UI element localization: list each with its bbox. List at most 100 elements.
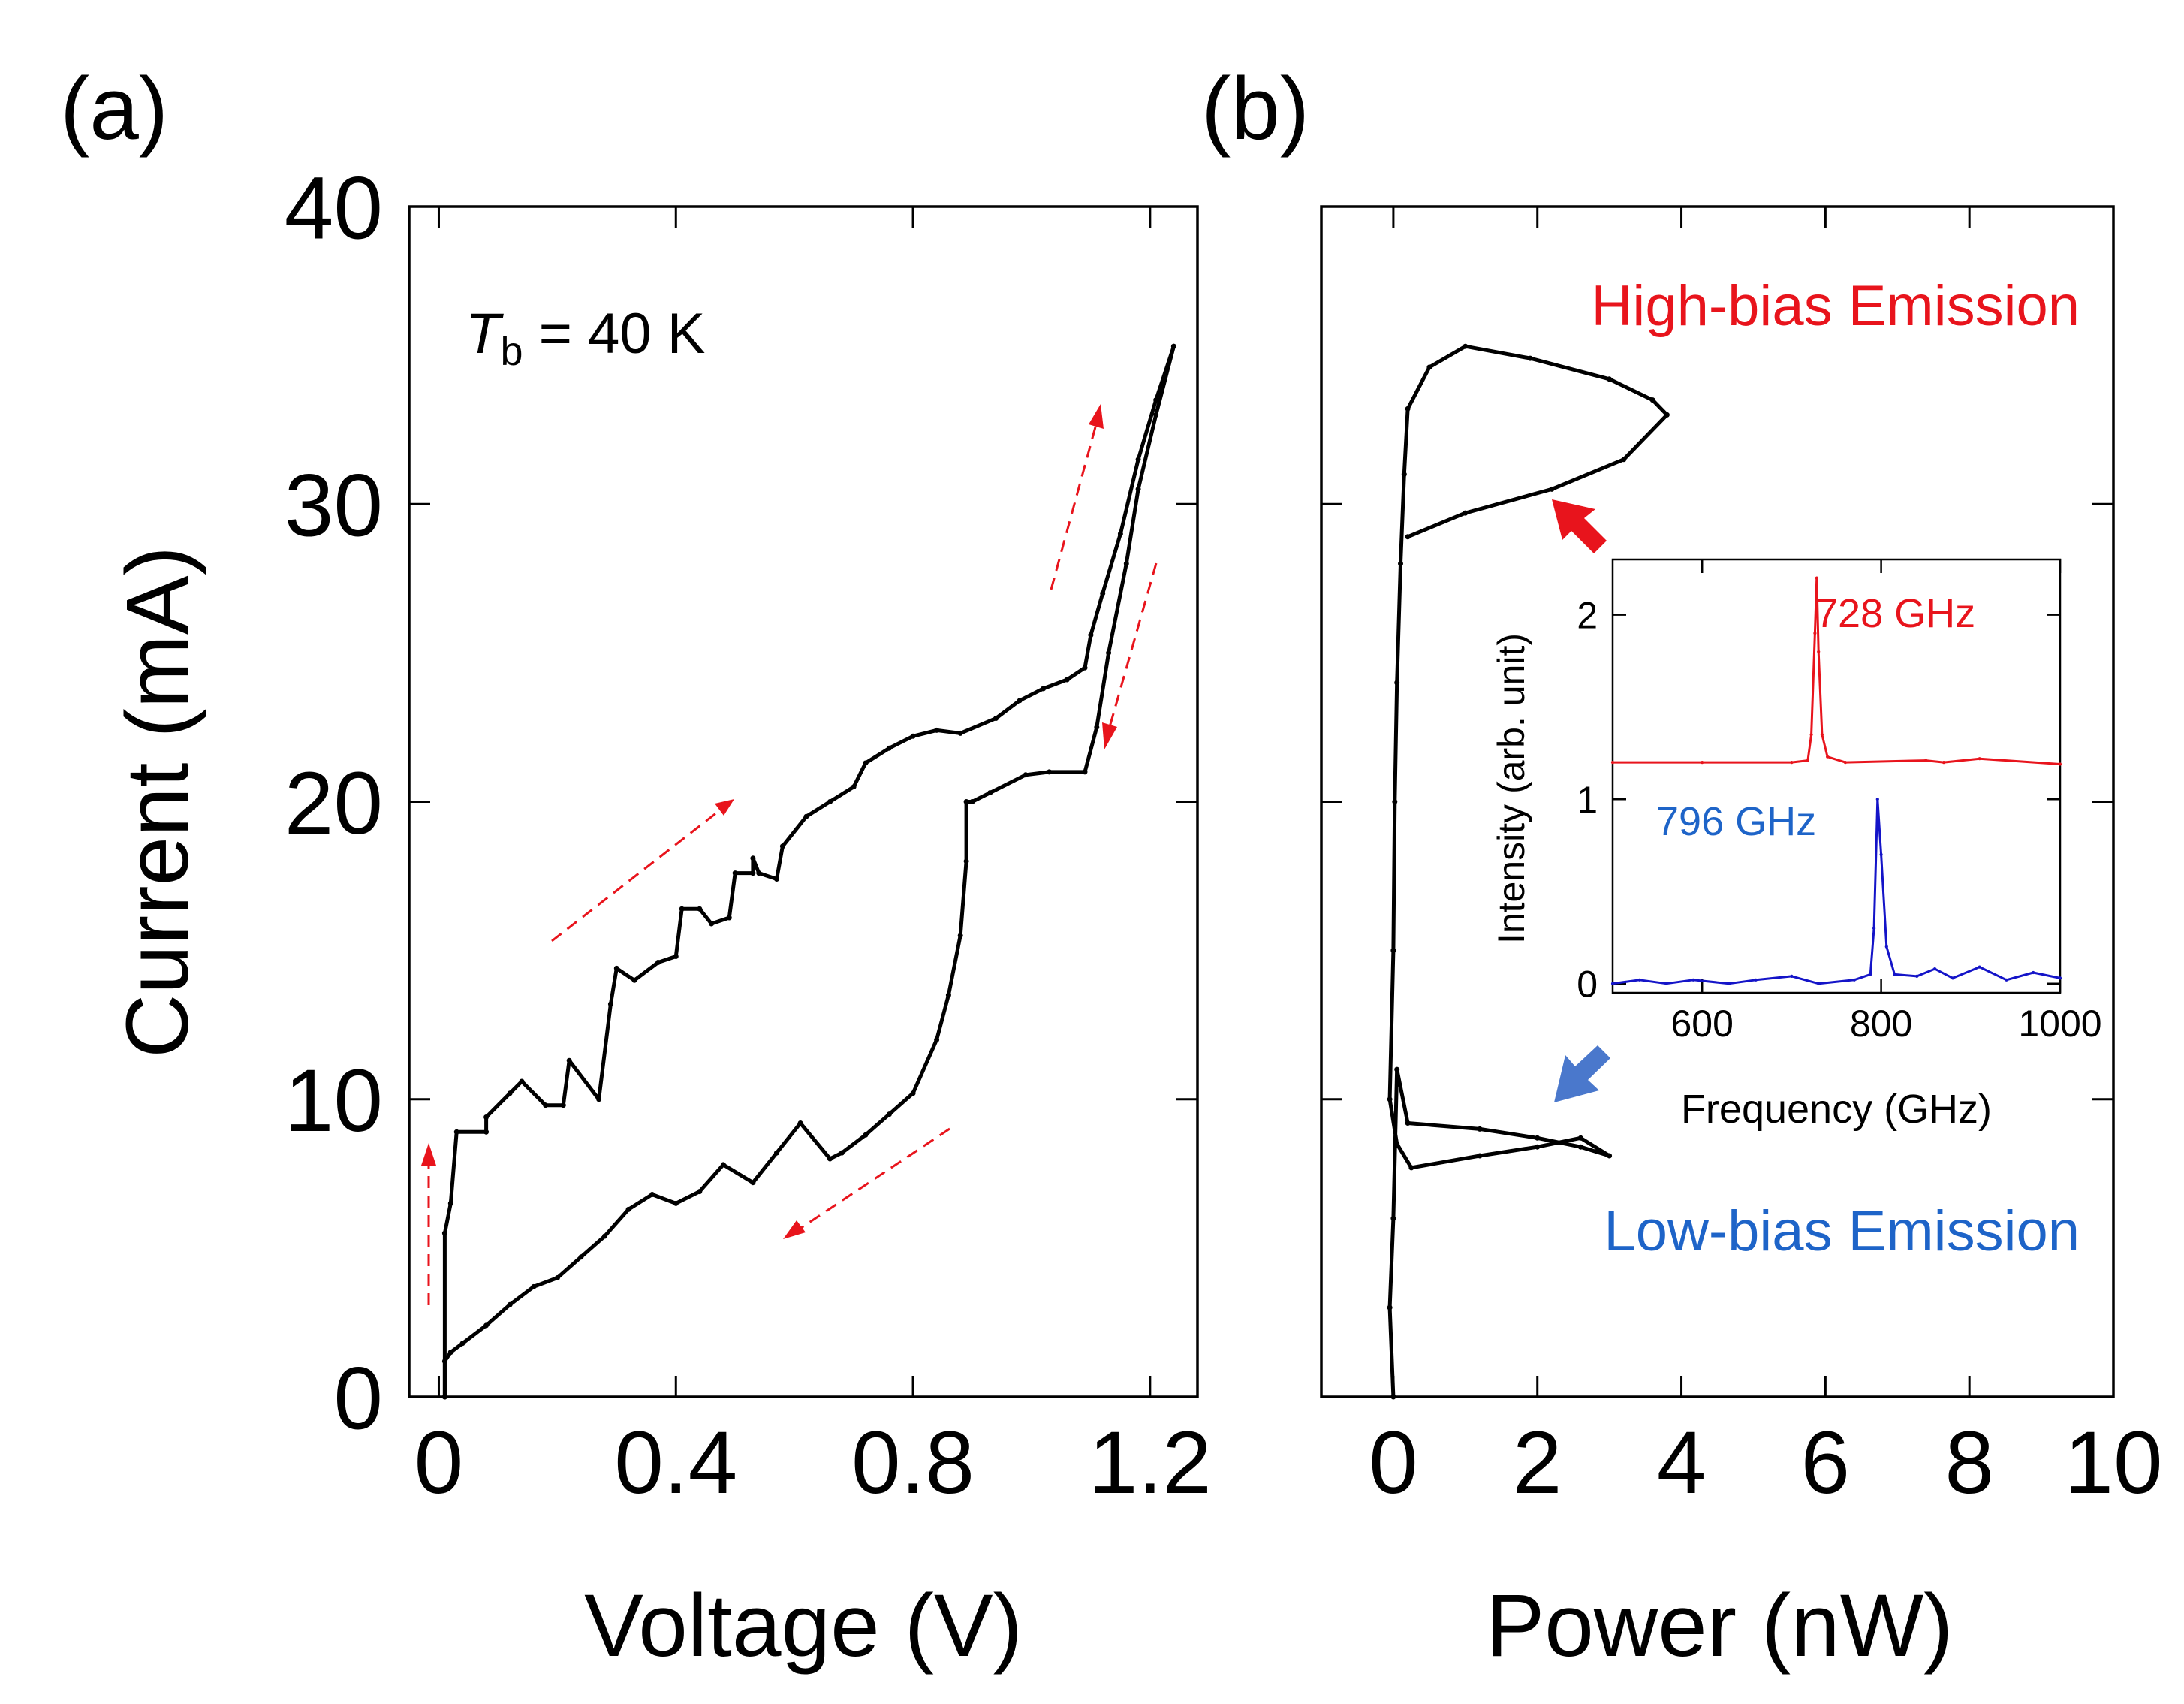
data-point xyxy=(2032,970,2035,975)
data-point xyxy=(851,784,857,790)
panel-b-ticks xyxy=(1321,205,2115,1398)
data-point xyxy=(1463,510,1469,516)
data-point xyxy=(1577,1144,1583,1150)
series-line xyxy=(1611,798,2062,985)
data-point xyxy=(1394,1141,1400,1147)
data-point xyxy=(453,1129,459,1135)
data-point xyxy=(1893,973,1896,976)
x-tick-label: 2 xyxy=(1513,1413,1562,1512)
data-point xyxy=(1135,457,1141,463)
data-point xyxy=(2058,762,2062,766)
data-point xyxy=(607,1001,613,1007)
data-point xyxy=(1813,632,1817,635)
data-point xyxy=(1924,759,1928,762)
data-point xyxy=(1088,632,1094,638)
data-point xyxy=(993,716,999,721)
data-point xyxy=(1426,364,1432,370)
data-point xyxy=(1664,982,1668,985)
data-point xyxy=(726,915,732,921)
x-tick-label: 600 xyxy=(1670,1003,1733,1045)
panel-a-frame xyxy=(408,205,1199,1398)
data-point xyxy=(987,790,993,796)
data-point xyxy=(602,1233,607,1239)
data-point xyxy=(543,1102,549,1108)
data-point xyxy=(1951,976,1955,980)
data-point xyxy=(1094,724,1100,730)
data-point xyxy=(1852,978,1856,982)
data-point xyxy=(1387,1304,1393,1310)
data-point xyxy=(774,1150,779,1156)
data-point xyxy=(1477,1126,1483,1132)
data-point xyxy=(1477,1153,1483,1159)
low-bias-arrow xyxy=(1554,1045,1610,1102)
data-point xyxy=(1978,757,1981,761)
data-point xyxy=(957,933,963,939)
data-point xyxy=(1727,982,1731,985)
data-point xyxy=(649,1192,655,1197)
low-bias-label: Low-bias Emission xyxy=(1604,1199,2080,1263)
data-point xyxy=(1401,472,1407,478)
data-point xyxy=(910,733,916,739)
x-tick-label: 0.4 xyxy=(614,1413,737,1512)
data-point xyxy=(1577,1135,1583,1141)
data-point xyxy=(447,1350,453,1356)
y-tick-label: 30 xyxy=(285,457,383,556)
data-point xyxy=(1754,978,1758,982)
y-tick-label: 2 xyxy=(1577,595,1598,637)
data-point xyxy=(887,745,892,751)
data-point xyxy=(827,1156,833,1162)
data-point xyxy=(1405,534,1411,540)
x-tick-label: 0 xyxy=(414,1413,464,1512)
data-point xyxy=(1405,406,1411,412)
data-point xyxy=(709,921,715,927)
panel-a-x-axis-label: Voltage (V) xyxy=(584,1576,1023,1675)
temperature-subscript: b xyxy=(500,329,523,374)
data-point xyxy=(934,727,940,733)
data-point xyxy=(441,1359,447,1364)
inset-series xyxy=(1610,576,2062,985)
data-point xyxy=(945,992,951,998)
data-point xyxy=(1637,978,1641,982)
data-point xyxy=(1621,457,1627,463)
panel-a-ticks xyxy=(409,205,1197,1398)
data-point xyxy=(910,1090,916,1096)
data-point xyxy=(1691,978,1695,982)
peak-796-label: 796 GHz xyxy=(1656,799,1816,844)
data-point xyxy=(566,1057,572,1063)
arrow-down-lower xyxy=(783,1127,950,1239)
data-point xyxy=(1387,1096,1393,1102)
data-point xyxy=(554,1275,560,1280)
data-point xyxy=(863,1132,869,1138)
data-point xyxy=(1390,1215,1396,1221)
data-point xyxy=(963,858,969,864)
panel-b-label: (b) xyxy=(1201,59,1309,158)
x-tick-label: 1000 xyxy=(2018,1003,2101,1045)
data-point xyxy=(934,1037,940,1042)
data-point xyxy=(483,1129,490,1135)
data-point xyxy=(613,965,619,971)
data-point xyxy=(732,870,738,876)
y-tick-label: 40 xyxy=(285,158,383,258)
data-point xyxy=(1649,397,1655,403)
data-point xyxy=(863,760,869,766)
data-point xyxy=(1463,343,1469,349)
data-point xyxy=(797,1120,803,1126)
data-point xyxy=(631,977,637,983)
data-point xyxy=(578,1254,584,1260)
data-point xyxy=(1527,355,1533,361)
data-point xyxy=(507,1301,513,1307)
data-point xyxy=(1117,531,1123,537)
data-point xyxy=(697,906,703,912)
data-point xyxy=(483,1322,490,1329)
data-point xyxy=(750,870,756,876)
data-point xyxy=(1153,412,1159,418)
data-point xyxy=(673,954,679,959)
data-point xyxy=(1664,412,1670,418)
data-point xyxy=(1047,769,1053,775)
data-point xyxy=(1064,677,1070,683)
data-point xyxy=(750,1180,756,1186)
data-point xyxy=(1535,1144,1541,1150)
